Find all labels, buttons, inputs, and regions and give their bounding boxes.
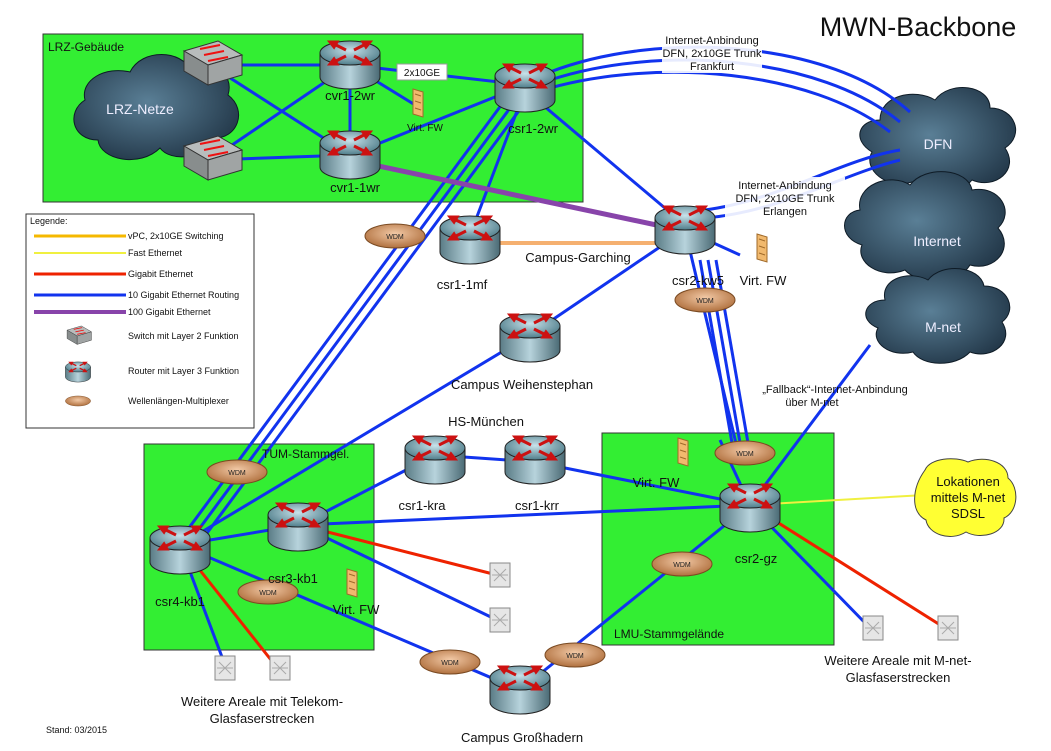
wdm-labels: WDM WDM WDM WDM WDM WDM WDM WDM [228, 234, 754, 667]
svg-text:WDM: WDM [386, 234, 404, 241]
label-csr1-1mf: csr1-1mf [437, 277, 488, 292]
label-cvr1-2wr: cvr1-2wr [325, 88, 376, 103]
label-fw-lrz: Virt. FW [407, 123, 443, 134]
cloud-label-dfn: DFN [924, 136, 953, 152]
legend-item-vpc: vPC, 2x10GE Switching [128, 231, 224, 241]
svg-text:WDM: WDM [441, 660, 459, 667]
telekom-line1: Weitere Areale mit Telekom- [181, 694, 343, 709]
link-100g [349, 157, 681, 233]
svg-text:WDM: WDM [259, 590, 277, 597]
edge-switch-3 [489, 562, 511, 588]
label-csr2-kw5: csr2-kw5 [672, 273, 724, 288]
legend: Legende: vPC, 2x10GE Switching Fast Ethe… [25, 213, 255, 429]
sdsl-line2: mittels M-net [931, 490, 1006, 505]
router-csr3-kb1 [266, 501, 330, 553]
svg-text:WDM: WDM [566, 653, 584, 660]
area-label-lmu: LMU-Stammgelände [614, 627, 724, 641]
router-csr1-2wr [493, 62, 557, 114]
edge-switch-4 [489, 607, 511, 633]
inet-erl-line3: Erlangen [763, 206, 807, 218]
cloud-lrz-netze [73, 54, 239, 161]
mnet-glas-line1: Weitere Areale mit M-net- [824, 653, 971, 668]
cloud-internet [844, 171, 1006, 282]
firewall-tum [346, 568, 358, 598]
router-csr4-kb1 [148, 524, 212, 576]
label-2x10ge: 2x10GE [404, 68, 440, 79]
legend-item-fe: Fast Ethernet [128, 248, 183, 258]
sdsl-bubble: Lokationen mittels M-net SDSL [914, 458, 1017, 537]
cloud-label-internet: Internet [913, 233, 961, 249]
area-lmu [601, 432, 835, 646]
mnet-glas-line2: Glasfaserstrecken [846, 670, 951, 685]
cloud-label-lrz: LRZ-Netze [106, 101, 174, 117]
firewall-lrz [412, 88, 424, 118]
label-csr1-2wr: csr1-2wr [508, 121, 559, 136]
legend-item-ge: Gigabit Ethernet [128, 269, 194, 279]
label-grosshadern: Campus Großhadern [461, 730, 583, 745]
label-csr1-kra: csr1-kra [399, 498, 447, 513]
legend-router-icon [64, 361, 92, 383]
router-cvr1-1wr [318, 129, 382, 181]
cloud-mnet [865, 268, 1011, 364]
label-fw-lmu: Virt. FW [633, 475, 680, 490]
svg-text:WDM: WDM [673, 562, 691, 569]
inet-ffm-line2: DFN, 2x10GE Trunk [662, 48, 762, 60]
fallback-line1: „Fallback“-Internet-Anbindung [762, 384, 908, 396]
router-csr2-kw5 [653, 204, 717, 256]
svg-text:WDM: WDM [228, 470, 246, 477]
label-csr1-krr: csr1-krr [515, 498, 560, 513]
svg-text:WDM: WDM [696, 298, 714, 305]
inet-erl-line1: Internet-Anbindung [738, 180, 832, 192]
inet-ffm-line3: Frankfurt [690, 61, 734, 73]
edge-switch-5 [862, 615, 884, 641]
router-csr2-gz [718, 482, 782, 534]
router-cvr1-2wr [318, 39, 382, 91]
legend-wdm-icon [65, 395, 91, 407]
page-title: MWN-Backbone [820, 12, 1017, 42]
label-csr4-kb1: csr4-kb1 [155, 594, 205, 609]
router-csr1-kra [403, 434, 467, 486]
edge-switch-1 [214, 655, 236, 681]
svg-text:WDM: WDM [736, 451, 754, 458]
firewall-lmu [677, 437, 689, 467]
area-label-tum: TUM-Stammgel. [262, 447, 349, 461]
label-fw-tum: Virt. FW [333, 602, 380, 617]
router-weihenstephan [498, 312, 562, 364]
legend-item-switch: Switch mit Layer 2 Funktion [128, 331, 239, 341]
label-hs-muenchen: HS-München [448, 414, 524, 429]
cloud-label-mnet: M-net [925, 319, 961, 335]
legend-item-wdm: Wellenlängen-Multiplexer [128, 396, 229, 406]
router-csr1-1mf [438, 214, 502, 266]
edge-switch-2 [269, 655, 291, 681]
inet-erl-line2: DFN, 2x10GE Trunk [735, 193, 835, 205]
label-cvr1-1wr: cvr1-1wr [330, 180, 381, 195]
sdsl-line3: SDSL [951, 506, 985, 521]
router-csr1-krr [503, 434, 567, 486]
edge-switch-6 [937, 615, 959, 641]
label-fw-kw5: Virt. FW [740, 273, 787, 288]
legend-item-10ge: 10 Gigabit Ethernet Routing [128, 290, 239, 300]
router-labels: cvr1-2wr cvr1-1wr csr1-2wr csr1-1mf csr2… [155, 88, 777, 745]
sdsl-line1: Lokationen [936, 474, 1000, 489]
firewall-kw5 [756, 233, 768, 263]
router-grosshadern [488, 664, 552, 716]
label-csr2-gz: csr2-gz [735, 551, 778, 566]
legend-item-router: Router mit Layer 3 Funktion [128, 366, 239, 376]
area-label-lrz: LRZ-Gebäude [48, 40, 124, 54]
legend-item-100ge: 100 Gigabit Ethernet [128, 307, 211, 317]
inet-ffm-line1: Internet-Anbindung [665, 35, 759, 47]
telekom-line2: Glasfaserstrecken [210, 711, 315, 726]
label-csr3-kb1: csr3-kb1 [268, 571, 318, 586]
cloud-dfn [859, 87, 1017, 194]
label-weihenstephan: Campus Weihenstephan [451, 377, 593, 392]
legend-title: Legende: [30, 216, 68, 226]
fallback-line2: über M-net [785, 397, 838, 409]
stand-date: Stand: 03/2015 [46, 725, 107, 735]
label-campus-garching: Campus-Garching [525, 250, 631, 265]
